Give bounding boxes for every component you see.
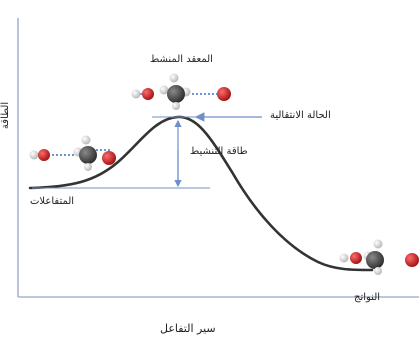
x-axis-label: سير التفاعل (160, 322, 216, 335)
activation-energy-label: طاقة التنشيط (190, 146, 248, 157)
products-molecule (339, 239, 419, 275)
reactants-molecule (29, 135, 116, 171)
y-axis-label: الطاقة (0, 101, 12, 130)
products-label: النواتج (354, 292, 381, 303)
energy-curve (28, 115, 374, 272)
activated-complex-label: المعقد المنشط (150, 54, 213, 65)
activated-complex-molecule (131, 73, 231, 110)
transition-state-label: الحالة الانتقالية (270, 110, 331, 121)
reactants-label: المتفاعلات (30, 196, 75, 207)
